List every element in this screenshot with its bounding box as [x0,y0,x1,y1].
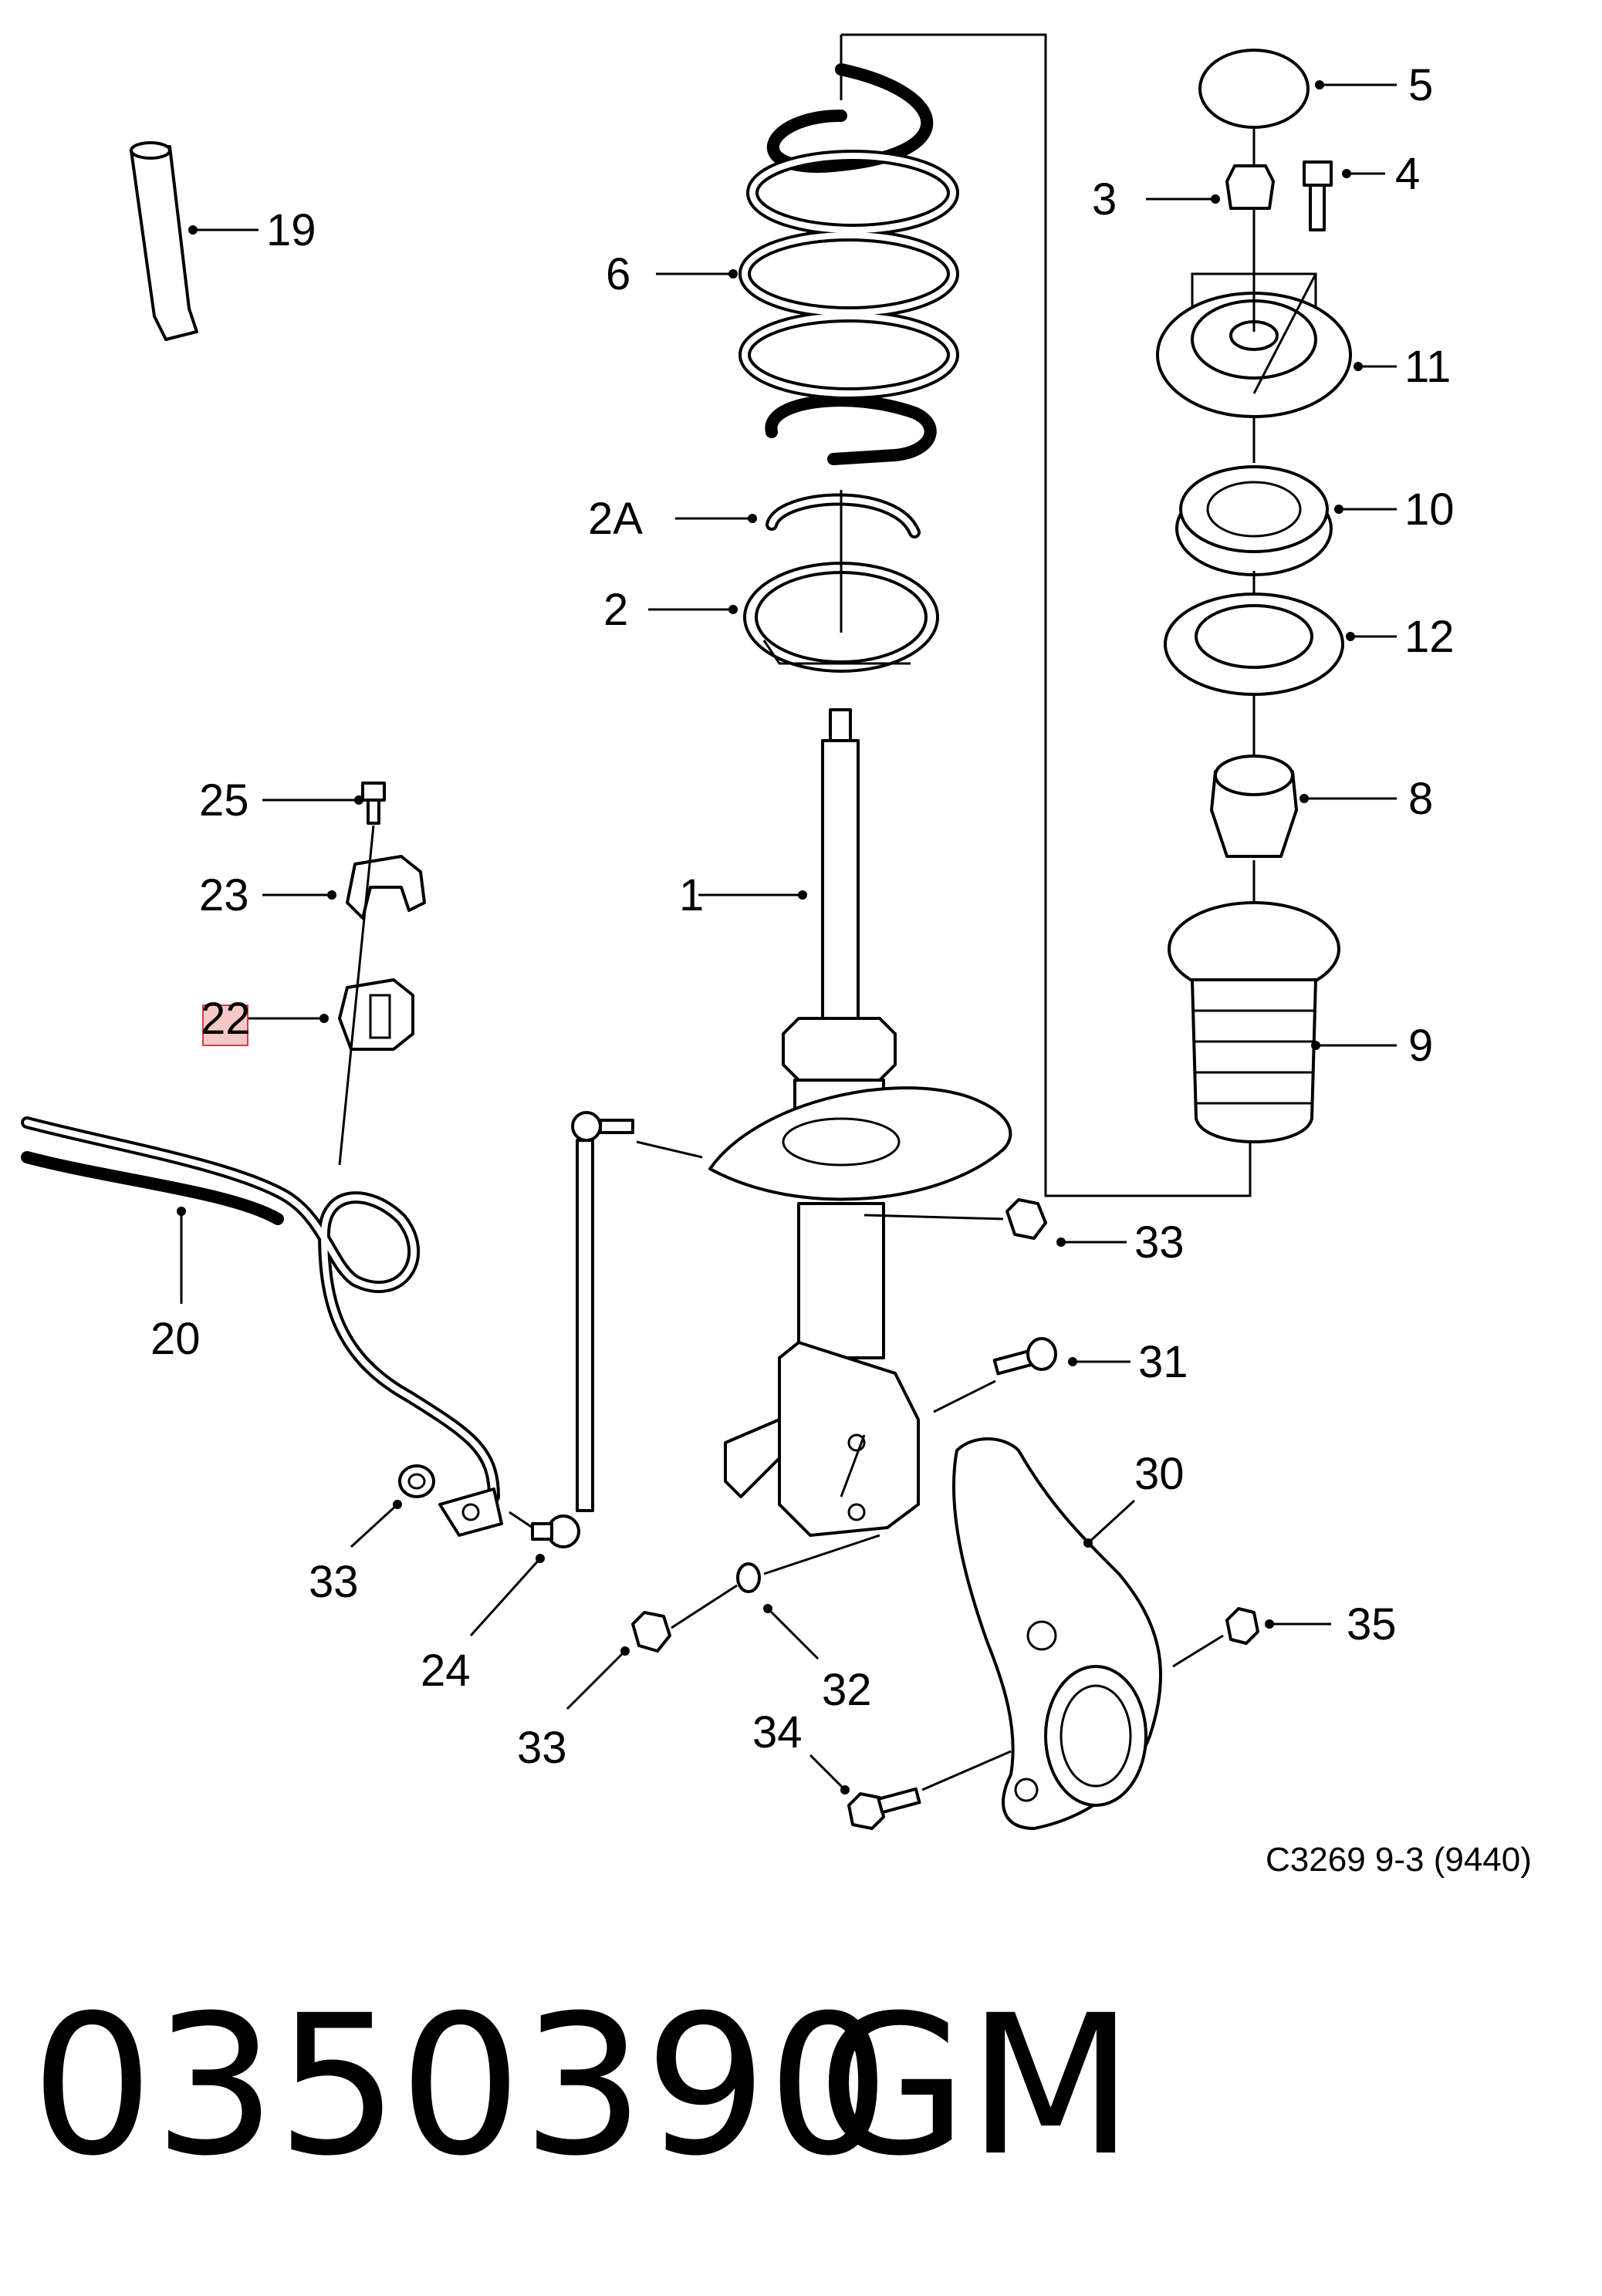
dust-boot [1168,901,1340,1143]
callout-11: 11 [1404,342,1451,392]
spring-seat-upper [1164,593,1344,696]
tube-19 [130,141,198,341]
nut-33-mid [1005,1198,1047,1240]
nut-top [1225,164,1275,210]
callout-33-mid: 33 [1134,1217,1185,1268]
bracket-line [841,33,1252,1197]
callout-35: 35 [1347,1599,1397,1649]
callout-2a: 2A [588,494,643,544]
bearing [1175,465,1333,576]
callout-25: 25 [199,775,249,826]
callout-32: 32 [822,1665,872,1715]
nut-33-low [631,1611,671,1653]
bump-stop [1210,755,1298,858]
top-mount [1156,272,1352,418]
callout-8: 8 [1408,774,1433,824]
callout-9: 9 [1408,1021,1433,1071]
callout-labels: 1 2 2A 3 4 5 6 8 9 10 11 12 19 20 22 23 … [150,60,1455,1773]
callout-34: 34 [752,1707,803,1757]
brand: GM [818,1974,1134,2198]
callout-19: 19 [266,205,316,255]
leader-lines [177,80,1397,1795]
part-number: 0350390 [31,1974,890,2198]
callout-1: 1 [679,870,704,920]
stabilizer-link [531,1111,634,1548]
nut-35 [1225,1607,1259,1645]
callout-10: 10 [1404,485,1455,535]
callout-2: 2 [603,585,628,635]
steering-knuckle [951,1437,1163,1830]
callout-20: 20 [150,1314,201,1364]
callout-33-low: 33 [517,1723,567,1773]
washer-32 [736,1562,761,1593]
bolt-34 [847,1787,921,1830]
callout-23: 23 [199,870,249,920]
bushing-22 [338,978,414,1051]
callout-3: 3 [1092,174,1117,225]
callout-4: 4 [1395,149,1420,199]
strut-assembly [708,708,1012,1537]
callout-24: 24 [421,1646,471,1696]
cap [1198,49,1310,129]
callout-31: 31 [1138,1337,1188,1387]
callout-30: 30 [1134,1449,1185,1499]
callout-22: 22 [201,994,251,1044]
bolt-top [1303,160,1333,231]
callout-12: 12 [1404,612,1455,662]
bushing-33-left [398,1464,435,1498]
callout-6: 6 [606,249,630,299]
callout-5: 5 [1408,60,1433,110]
diagram-reference: C3269 9-3 (9440) [1266,1841,1532,1879]
callout-22-highlight [202,1004,248,1046]
bolt-31 [992,1337,1057,1376]
stabilizer-bar [21,1116,503,1537]
callout-33-left: 33 [309,1557,359,1607]
bolt-25 [361,782,386,825]
clamp-23 [346,855,426,920]
coil-spring [738,63,959,465]
